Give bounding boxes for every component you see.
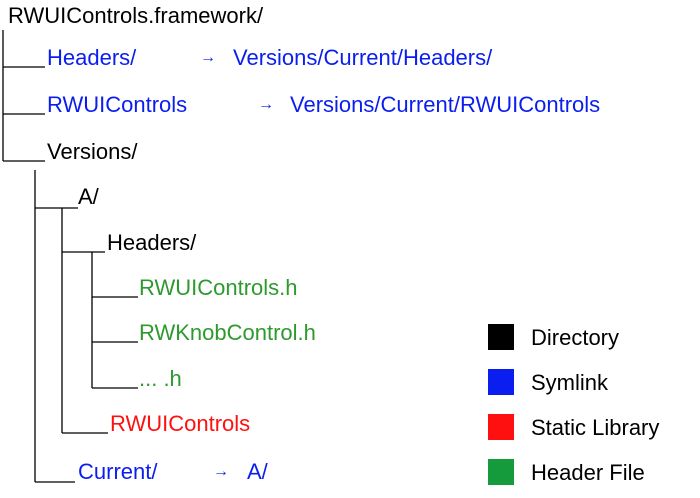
legend-label-symlink: Symlink <box>531 370 609 395</box>
static-library: RWUIControls <box>110 411 251 436</box>
headers-arrow-icon: → <box>200 49 216 66</box>
binary-symlink-target: Versions/Current/RWUIControls <box>290 92 601 117</box>
current-symlink: Current/ <box>78 459 158 484</box>
legend-swatch-symlink <box>488 369 514 395</box>
header-file-1: RWUIControls.h <box>139 275 298 300</box>
legend-swatch-header-file <box>488 459 514 485</box>
headers-symlink-target: Versions/Current/Headers/ <box>233 45 493 70</box>
a-headers-directory: Headers/ <box>107 230 197 255</box>
current-arrow-icon: → <box>213 463 229 480</box>
a-directory: A/ <box>78 184 99 209</box>
root-directory: RWUIControls.framework/ <box>8 3 264 28</box>
versions-directory: Versions/ <box>47 139 138 164</box>
binary-arrow-icon: → <box>258 96 274 113</box>
legend-swatch-directory <box>488 324 514 350</box>
header-file-more: ... .h <box>139 366 182 391</box>
legend-swatch-static-library <box>488 414 514 440</box>
legend-label-static-library: Static Library <box>531 415 660 440</box>
legend-label-directory: Directory <box>531 325 620 350</box>
headers-symlink: Headers/ <box>47 45 137 70</box>
binary-symlink: RWUIControls <box>47 92 188 117</box>
current-symlink-target: A/ <box>247 459 268 484</box>
legend-label-header-file: Header File <box>531 460 645 485</box>
header-file-2: RWKnobControl.h <box>139 320 316 345</box>
